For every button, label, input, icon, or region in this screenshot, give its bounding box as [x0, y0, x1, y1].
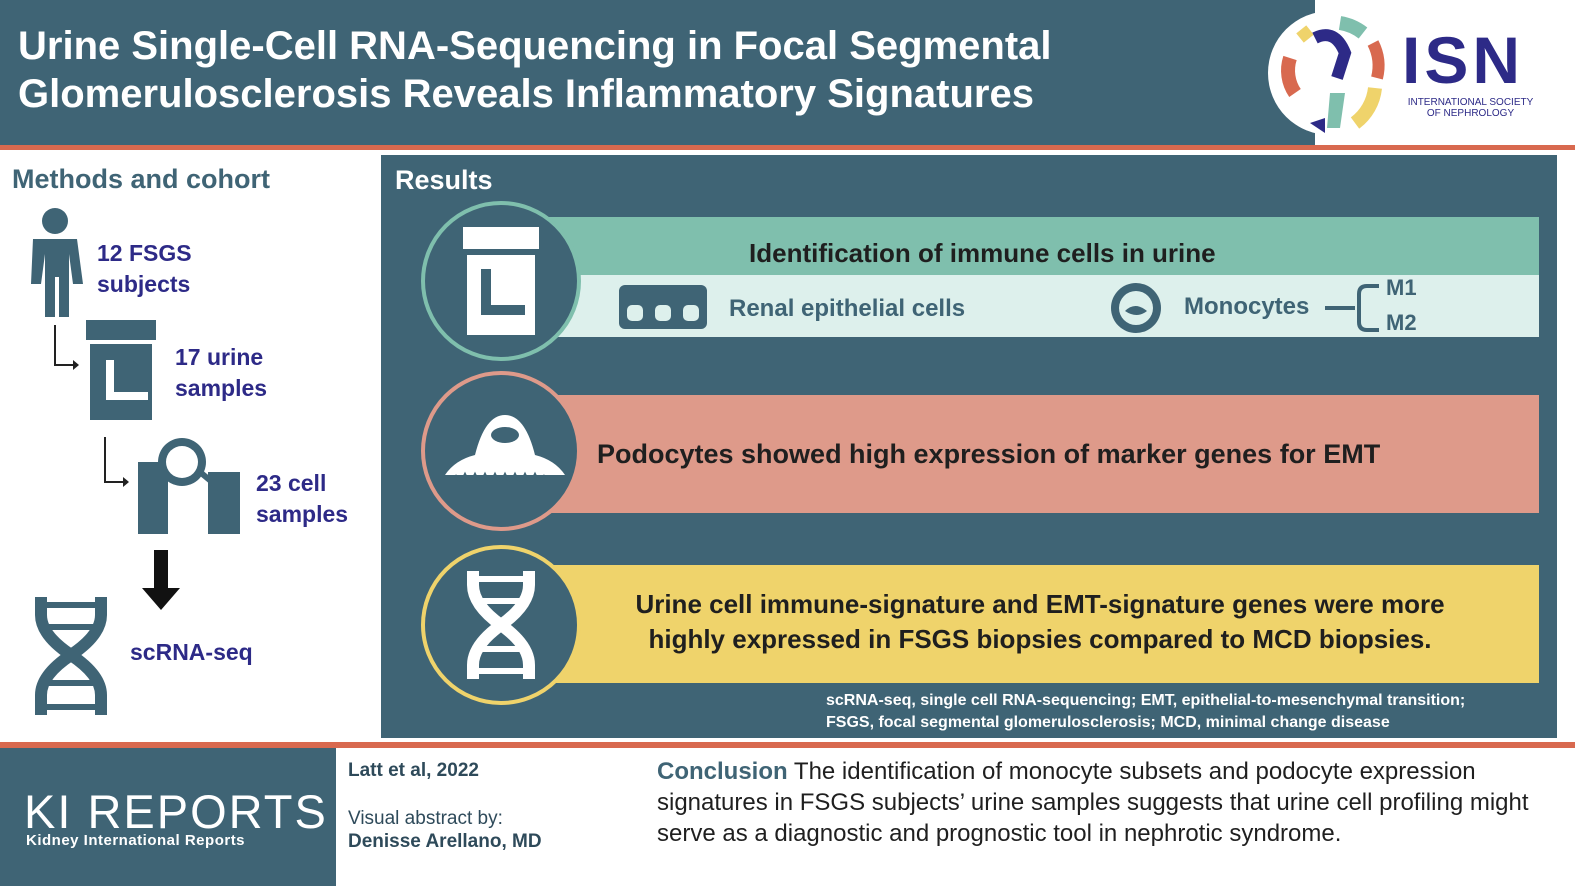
step-text: subjects	[97, 271, 191, 297]
lab-hands-icon	[104, 437, 240, 534]
conclusion: Conclusion The identification of monocyt…	[657, 756, 1537, 849]
finding-1-band	[541, 217, 1539, 275]
credit-name: Denisse Arellano, MD	[348, 831, 542, 852]
footnote: scRNA-seq, single cell RNA-sequencing; E…	[826, 690, 1547, 734]
finding-1-title: Identification of immune cells in urine	[749, 238, 1216, 268]
ki-reports-logo: KI REPORTS Kidney International Reports	[0, 748, 336, 886]
podocyte-icon	[445, 415, 565, 482]
urine-cup-circle	[421, 201, 581, 361]
monocyte-icon	[1111, 283, 1161, 333]
urine-cup-icon	[54, 320, 156, 420]
podocyte-circle	[421, 371, 581, 531]
logo-name: INTERNATIONAL SOCIETY OF NEPHROLOGY	[1403, 97, 1538, 119]
arrow-down-icon	[142, 550, 180, 610]
title-line-2: Glomerulosclerosis Reveals Inflammatory …	[18, 72, 1034, 116]
isn-logo: ISN INTERNATIONAL SOCIETY OF NEPHROLOGY	[1268, 0, 1575, 146]
step-cells: 23 cell samples	[256, 468, 348, 530]
credit-label: Visual abstract by:	[348, 808, 503, 829]
finding-2-text: Podocytes showed high expression of mark…	[597, 439, 1381, 469]
finding-3-band	[541, 565, 1539, 683]
footnote-line: FSGS, focal segmental glomerulosclerosis…	[826, 714, 1390, 731]
person-icon	[31, 208, 83, 317]
step-subjects: 12 FSGS subjects	[97, 238, 192, 300]
footnote-line: scRNA-seq, single cell RNA-sequencing; E…	[826, 692, 1466, 709]
results-heading: Results	[395, 165, 493, 195]
logo-acronym: ISN	[1402, 23, 1525, 97]
bracket-icon	[1325, 284, 1379, 332]
subset-m1: M1	[1386, 275, 1417, 300]
dna-circle	[421, 545, 581, 705]
title-line-1: Urine Single-Cell RNA-Sequencing in Foca…	[18, 24, 1052, 68]
step-text: 17 urine	[175, 344, 264, 370]
logo-name-2: OF NEPHROLOGY	[1426, 108, 1515, 119]
dna-icon	[35, 597, 107, 715]
footer: KI REPORTS Kidney International Reports …	[0, 748, 1575, 886]
finding-2-band	[541, 395, 1539, 513]
journal-name: KI REPORTS	[24, 785, 328, 838]
step-text: samples	[175, 375, 268, 401]
header: Urine Single-Cell RNA-Sequencing in Foca…	[0, 0, 1575, 146]
results-panel: Results Identification of immune cells i…	[381, 155, 1557, 738]
subset-m2: M2	[1386, 310, 1417, 335]
journal-subtitle: Kidney International Reports	[26, 832, 246, 849]
step-text: 12 FSGS	[97, 240, 192, 266]
methods-panel: Methods and cohort 12 FSGS subjects 17 ur…	[0, 152, 380, 742]
step-scrnaseq: scRNA-seq	[130, 639, 253, 665]
conclusion-label: Conclusion	[657, 758, 788, 785]
isn-emblem-icon	[1268, 11, 1392, 135]
urine-cup-icon	[463, 227, 539, 335]
page-title: Urine Single-Cell RNA-Sequencing in Foca…	[18, 22, 1248, 118]
step-text: samples	[256, 501, 349, 527]
epithelial-cells-label: Renal epithelial cells	[729, 295, 966, 322]
methods-heading: Methods and cohort	[12, 164, 270, 194]
epithelial-cells-icon	[619, 285, 707, 329]
conclusion-text: The identification of monocyte subsets a…	[657, 758, 1529, 847]
finding-3-line: highly expressed in FSGS biopsies compar…	[648, 624, 1432, 654]
dna-icon	[467, 571, 535, 679]
finding-3-line: Urine cell immune-signature and EMT-sign…	[635, 589, 1445, 619]
divider	[0, 742, 1575, 748]
divider	[0, 145, 1575, 150]
finding-3-text: Urine cell immune-signature and EMT-sign…	[541, 587, 1539, 657]
step-text: 23 cell	[256, 470, 327, 496]
step-urine: 17 urine samples	[175, 342, 267, 404]
monocytes-label: Monocytes	[1184, 293, 1310, 320]
logo-name-1: INTERNATIONAL SOCIETY	[1407, 97, 1534, 108]
citation: Latt et al, 2022	[348, 760, 479, 781]
